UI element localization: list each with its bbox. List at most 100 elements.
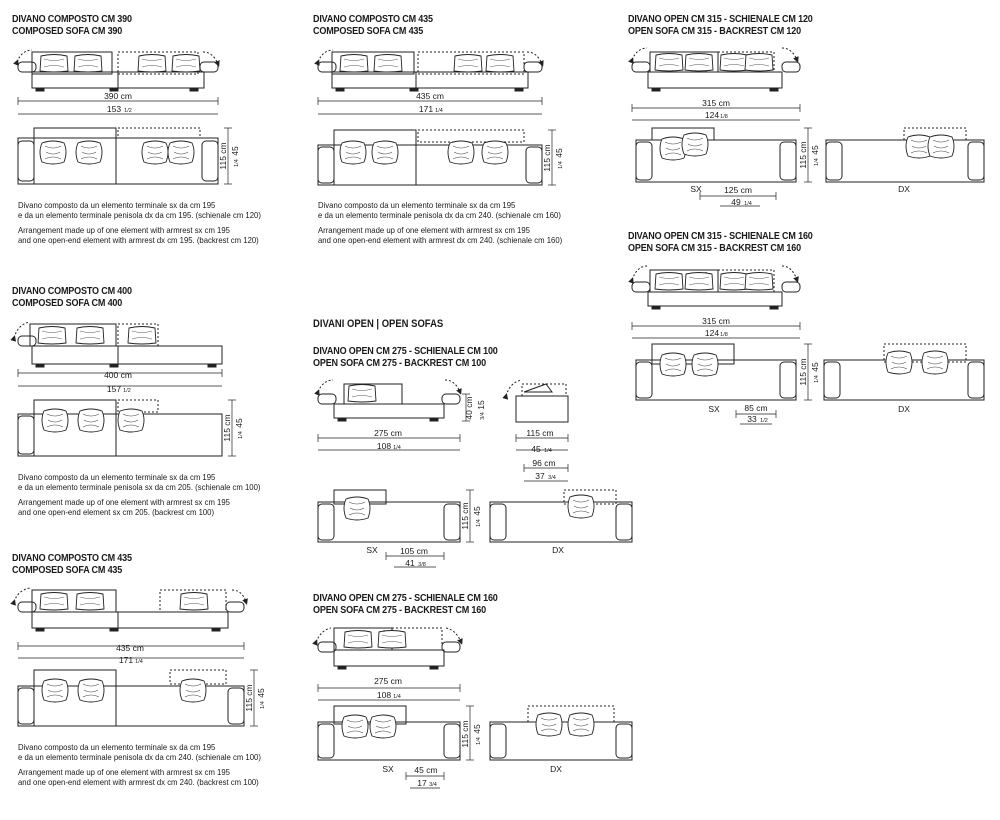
depth-inch-fraction: 1/4 [238, 431, 244, 439]
title-italian: DIVANO COMPOSTO CM 390 [12, 13, 132, 25]
depth-cm: 115 cm [460, 720, 470, 747]
width-inch-fraction: 1/4 [393, 694, 401, 700]
width-inch-fraction: 1/2 [124, 108, 132, 114]
description-english: Arrangement made up of one element with … [18, 225, 259, 245]
description-italian: Divano composto da un elemento terminale… [318, 200, 561, 220]
depth-inch-fraction: 1/4 [814, 375, 820, 383]
width-inch: 108 [377, 690, 391, 700]
dx-label: DX [898, 184, 910, 194]
title-italian: DIVANO COMPOSTO CM 435 [12, 552, 132, 564]
sofa-435-title: DIVANO COMPOSTO CM 435 COMPOSED SOFA CM … [313, 13, 433, 37]
sofa-390-front-view [13, 49, 220, 115]
open-315-120-front-view [628, 47, 801, 121]
open-315-160-title: DIVANO OPEN CM 315 - SCHIENALE CM 160 OP… [628, 230, 813, 254]
width-inch: 124 [705, 110, 719, 120]
width-cm: 435 cm [416, 91, 444, 101]
description-italian: Divano composto da un elemento terminale… [18, 472, 261, 492]
width-inch-fraction: 1/2 [123, 388, 131, 394]
sofa-400-description: Divano composto da un elemento terminale… [18, 472, 260, 522]
title-italian: DIVANO COMPOSTO CM 435 [313, 13, 433, 25]
sofa-435-plan-view [317, 129, 556, 186]
height-inch: 15 [476, 400, 486, 410]
side-depth-inch: 45 [531, 444, 541, 454]
sx-label: SX [690, 184, 702, 194]
sub-width-inch: 33 [747, 414, 757, 424]
description-italian: Divano composto da un elemento terminale… [18, 742, 261, 762]
title-italian: DIVANO OPEN CM 275 - SCHIENALE CM 100 [313, 345, 498, 357]
seat-depth-inch-fraction: 3/4 [548, 475, 556, 481]
sub-width-inch: 17 [417, 778, 427, 788]
depth-inch: 45 [810, 362, 820, 372]
sub-width-inch-fraction: 1/2 [760, 418, 768, 424]
depth-inch-fraction: 1/4 [234, 159, 240, 167]
sofa-390-title: DIVANO COMPOSTO CM 390 COMPOSED SOFA CM … [12, 13, 132, 37]
description-english: Arrangement made up of one element with … [18, 497, 230, 517]
width-cm: 390 cm [104, 91, 132, 101]
sub-width-inch: 41 [405, 558, 415, 568]
depth-cm: 115 cm [798, 141, 808, 168]
width-inch: 171 [419, 104, 433, 114]
open-275-160-plan-dx [489, 705, 633, 761]
sofa-390-description: Divano composto da un elemento terminale… [18, 200, 261, 250]
title-english: OPEN SOFA CM 315 - BACKREST CM 120 [628, 25, 801, 37]
sofa-435b-title: DIVANO COMPOSTO CM 435 COMPOSED SOFA CM … [12, 552, 132, 576]
open-275-100-plan-sx [317, 489, 474, 568]
width-inch: 124 [705, 328, 719, 338]
sub-width-cm: 105 cm [400, 546, 428, 556]
open-275-100-title: DIVANO OPEN CM 275 - SCHIENALE CM 100 OP… [313, 345, 498, 369]
sofa-400-title: DIVANO COMPOSTO CM 400 COMPOSED SOFA CM … [12, 285, 132, 309]
depth-cm: 115 cm [244, 684, 254, 711]
open-315-120-plan-sx [635, 127, 812, 207]
depth-inch: 45 [554, 148, 564, 158]
depth-cm: 115 cm [542, 144, 552, 171]
depth-inch: 45 [234, 418, 244, 428]
depth-cm: 115 cm [222, 414, 232, 441]
open-315-160-plan-dx [823, 343, 985, 401]
width-cm: 315 cm [702, 98, 730, 108]
title-english: OPEN SOFA CM 315 - BACKREST CM 160 [628, 242, 801, 254]
open-315-160-front-view [628, 265, 801, 339]
open-315-120-title: DIVANO OPEN CM 315 - SCHIENALE CM 120 OP… [628, 13, 813, 37]
depth-inch-fraction: 1/4 [476, 737, 482, 745]
width-inch-fraction: 1/4 [393, 445, 401, 451]
sofa-400-plan-view [17, 399, 236, 457]
width-inch: 108 [377, 441, 391, 451]
side-depth-cm: 115 cm [526, 428, 553, 438]
description-english: Arrangement made up of one element with … [318, 225, 563, 245]
open-275-160-title: DIVANO OPEN CM 275 - SCHIENALE CM 160 OP… [313, 592, 498, 616]
depth-inch: 45 [472, 724, 482, 734]
depth-inch: 45 [230, 146, 240, 156]
open-275-100-side-view [502, 379, 569, 482]
sofa-435b-description: Divano composto da un elemento terminale… [18, 742, 261, 792]
title-english: OPEN SOFA CM 275 - BACKREST CM 160 [313, 604, 486, 616]
sub-width-inch-fraction: 1/4 [744, 201, 752, 207]
depth-inch-fraction: 1/4 [260, 701, 266, 709]
width-inch-fraction: 1/8 [720, 114, 728, 120]
depth-inch: 45 [256, 688, 266, 698]
width-inch-fraction: 1/8 [720, 332, 728, 338]
side-depth-inch-fraction: 1/4 [544, 448, 552, 454]
sofa-400-front-view [10, 321, 223, 387]
depth-inch: 45 [472, 506, 482, 516]
title-english: OPEN SOFA CM 275 - BACKREST CM 100 [313, 357, 486, 369]
depth-inch-fraction: 1/4 [476, 519, 482, 527]
width-cm: 435 cm [116, 643, 144, 653]
title-english: COMPOSED SOFA CM 435 [313, 25, 424, 37]
sx-label: SX [382, 764, 394, 774]
sub-width-inch-fraction: 3/4 [429, 782, 437, 788]
depth-inch-fraction: 1/4 [558, 161, 564, 169]
seat-depth-inch: 37 [535, 471, 545, 481]
height-cm: 40 cm [464, 396, 474, 419]
width-inch: 171 [119, 655, 133, 665]
sx-label: SX [366, 545, 378, 555]
width-inch-fraction: 1/4 [435, 108, 443, 114]
title-italian: DIVANO OPEN CM 315 - SCHIENALE CM 120 [628, 13, 813, 25]
open-275-100-plan-dx [489, 489, 633, 543]
open-315-120-plan-dx [825, 127, 985, 183]
open-275-100-front-view [314, 379, 470, 451]
width-inch-fraction: 1/4 [135, 659, 143, 665]
width-cm: 275 cm [374, 676, 402, 686]
seat-depth-cm: 96 cm [532, 458, 555, 468]
depth-inch: 45 [810, 145, 820, 155]
